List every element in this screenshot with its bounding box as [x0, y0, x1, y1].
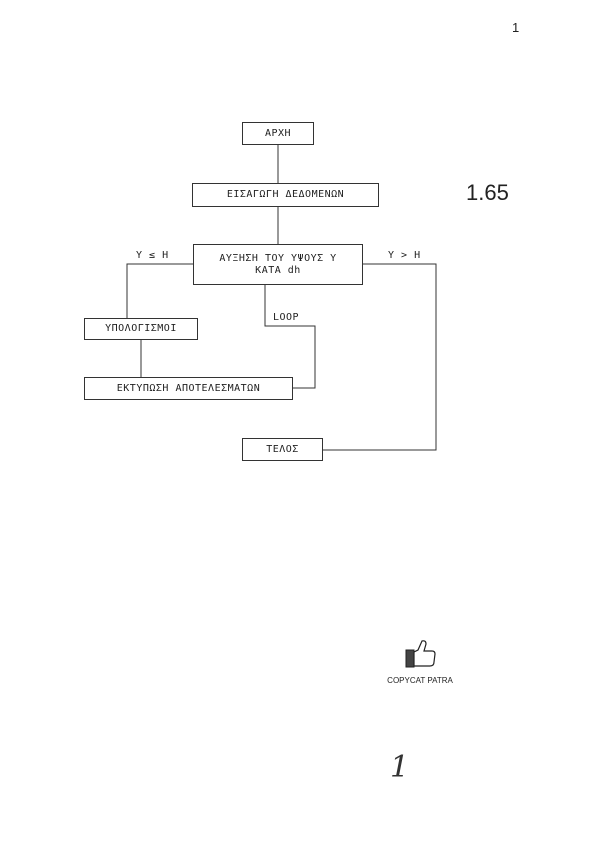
stamp-logo: COPYCAT PATRA [380, 638, 460, 685]
end-box: ΤΕΛΟΣ [242, 438, 323, 461]
thumbs-up-icon [405, 640, 436, 668]
handwritten-number: 1 [390, 750, 410, 785]
loop-label: LOOP [273, 312, 300, 323]
connector-left-branch [126, 263, 193, 318]
input-box: ΕΙΣΑΓΩΓΗ ΔΕΔΟΜΕΝΩΝ [192, 183, 379, 207]
stamp-text: COPYCAT PATRA [387, 676, 453, 685]
increase-box: ΑΥΞΗΣΗ ΤΟΥ ΥΨΟΥΣ Υ ΚΑΤΑ dh [193, 244, 363, 285]
connector-right-branch [323, 263, 437, 451]
cond-left-label: Υ ≤ Η [136, 250, 169, 261]
increase-line1: ΑΥΞΗΣΗ ΤΟΥ ΥΨΟΥΣ Υ [219, 252, 337, 264]
cond-right-label: Υ > Η [388, 250, 421, 261]
calc-box: ΥΠΟΛΟΓΙΣΜΟΙ [84, 318, 198, 340]
connector-loop [264, 285, 316, 389]
start-box: ΑΡΧΗ [242, 122, 314, 145]
page-label: 1.65 [466, 180, 509, 205]
page-number: 1 [512, 20, 520, 35]
increase-line2: ΚΑΤΑ dh [255, 264, 301, 276]
print-box: ΕΚΤΥΠΩΣΗ ΑΠΟΤΕΛΕΣΜΑΤΩΝ [84, 377, 293, 400]
